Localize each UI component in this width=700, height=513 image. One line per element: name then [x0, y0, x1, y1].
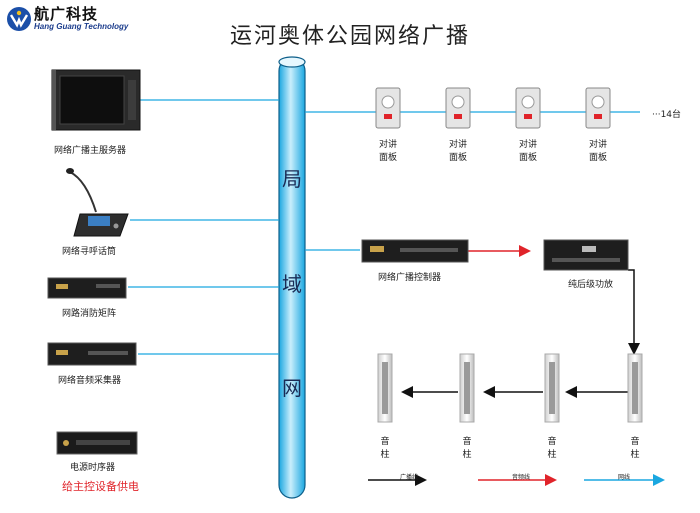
legend-network-label: 网线: [618, 474, 631, 481]
controller-label: 网络广播控制器: [378, 273, 442, 283]
legend-audio-label: 音频线: [512, 474, 531, 481]
power-sequencer-device: [56, 431, 138, 455]
server-device: [51, 69, 141, 131]
lan-char-3: 网: [282, 376, 302, 400]
power-sequencer-label: 电源时序器: [70, 463, 116, 473]
legend-broadcast-label: 广播线: [400, 474, 419, 481]
fire-matrix-device: [47, 277, 127, 299]
page-title: 运河奥体公园网络广播: [229, 24, 470, 49]
intercom-panel: [375, 87, 401, 129]
logo-name: 航广科技: [34, 5, 99, 23]
panel-more-count: ···14台: [652, 110, 682, 120]
amplifier-device: [543, 239, 629, 271]
intercom-panel: [585, 87, 611, 129]
speaker-label: 音柱: [462, 437, 472, 460]
audio-collector-label: 网络音频采集器: [58, 376, 122, 386]
panel-label: 对讲面板: [448, 140, 467, 163]
column-speaker: [459, 353, 475, 423]
panel-label: 对讲面板: [378, 140, 397, 163]
company-logo: 航广科技 Hang Guang Technology: [4, 2, 140, 36]
speaker-label: 音柱: [380, 437, 390, 460]
speaker-label: 音柱: [547, 437, 557, 460]
intercom-panel: [445, 87, 471, 129]
column-speaker: [377, 353, 393, 423]
logo-subtitle: Hang Guang Technology: [34, 22, 129, 31]
controller-device: [361, 239, 469, 263]
audio-collector-device: [47, 342, 137, 366]
amplifier-label: 纯后级功放: [568, 280, 614, 290]
broadcast-line-down: [628, 269, 640, 355]
lan-char-1: 局: [282, 167, 302, 191]
logo-mark-icon: [7, 7, 31, 31]
column-speaker: [627, 353, 643, 423]
column-speaker: [544, 353, 560, 423]
lan-backbone: [278, 56, 306, 499]
power-note: 给主控设备供电: [62, 480, 139, 493]
fire-matrix-label: 网路消防矩阵: [62, 309, 117, 319]
lan-char-2: 域: [282, 272, 302, 296]
panel-label: 对讲面板: [588, 140, 607, 163]
server-label: 网络广播主服务器: [54, 146, 127, 156]
speaker-label: 音柱: [630, 437, 640, 460]
panel-label: 对讲面板: [518, 140, 537, 163]
paging-mic-label: 网络寻呼话筒: [62, 247, 117, 257]
intercom-panel: [515, 87, 541, 129]
paging-mic-device: [66, 168, 129, 237]
